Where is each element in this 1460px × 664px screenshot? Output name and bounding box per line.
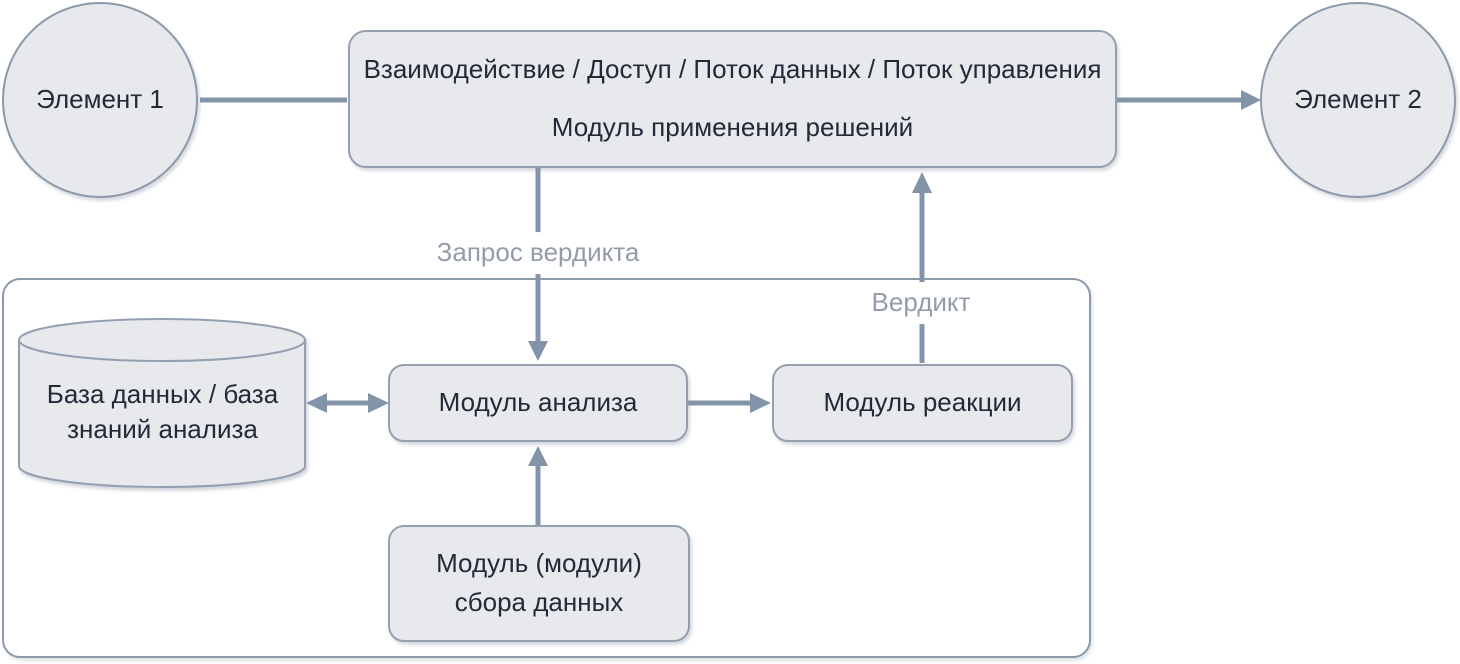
- database-node: База данных / база знаний анализа: [19, 377, 306, 447]
- decision-module-line2: Модуль применения решений: [551, 112, 914, 142]
- element1-label: Элемент 1: [36, 84, 164, 115]
- reaction-module-node: Модуль реакции: [772, 364, 1073, 442]
- collection-module-node: Модуль (модули) сбора данных: [388, 525, 690, 642]
- database-label-line1: База данных / база: [46, 379, 279, 409]
- reaction-module-label: Модуль реакции: [823, 387, 1022, 418]
- verdict-edge-label: Вердикт: [862, 282, 980, 324]
- database-label-line2: знаний анализа: [67, 414, 258, 444]
- element2-node: Элемент 2: [1260, 2, 1456, 198]
- decision-module-line1: Взаимодействие / Доступ / Поток данных /…: [363, 54, 1102, 85]
- collection-module-line1: Модуль (модули): [436, 548, 642, 579]
- element2-label: Элемент 2: [1294, 84, 1422, 115]
- collection-module-line2: сбора данных: [454, 587, 624, 617]
- verdict-request-edge-label: Запрос вердикта: [427, 232, 649, 274]
- element1-node: Элемент 1: [2, 2, 198, 198]
- decision-module-node: Взаимодействие / Доступ / Поток данных /…: [348, 30, 1117, 168]
- arrow-decision-element2: [1117, 90, 1261, 110]
- analysis-module-label: Модуль анализа: [438, 387, 638, 418]
- analysis-module-node: Модуль анализа: [388, 364, 688, 442]
- analysis-group-container: [2, 278, 1091, 658]
